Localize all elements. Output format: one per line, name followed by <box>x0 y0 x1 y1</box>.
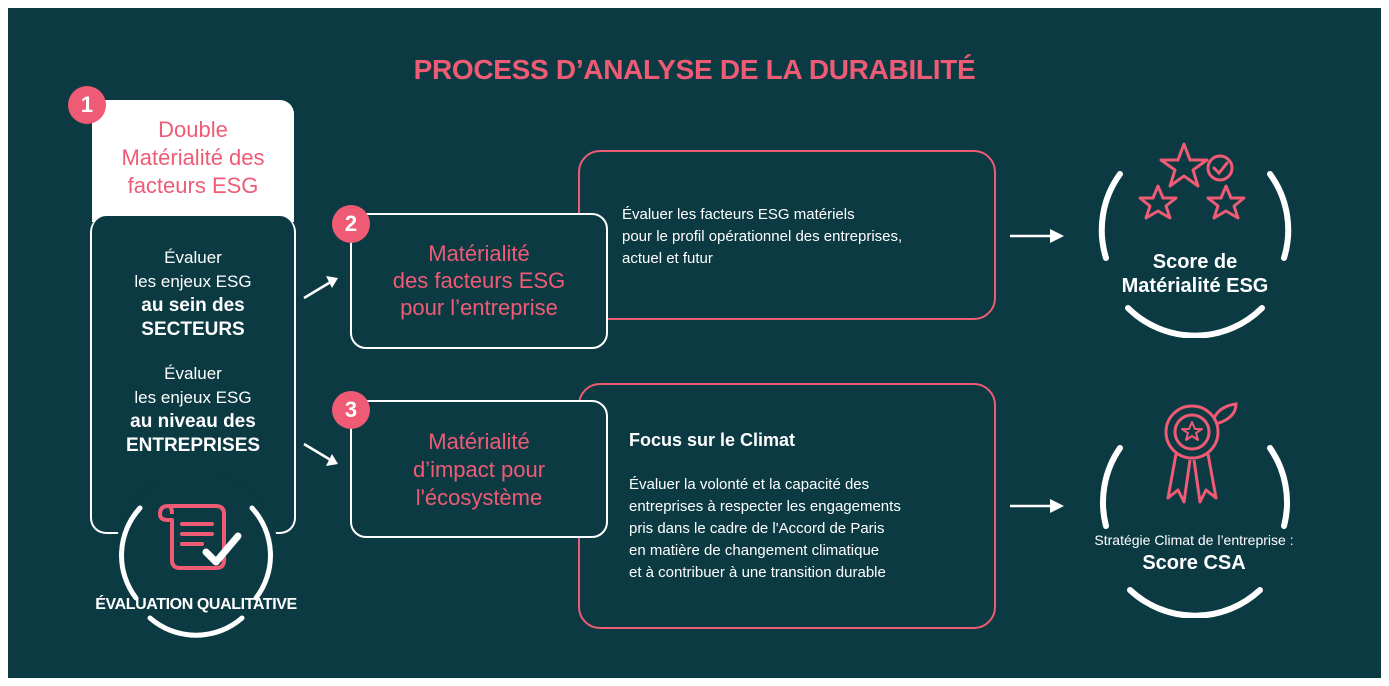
text-line: pour le profil opérationnel des entrepri… <box>622 228 903 245</box>
text-line: au niveau des <box>130 411 256 432</box>
award-rosette-icon <box>1164 402 1238 504</box>
step2-number-badge: 2 <box>332 205 370 243</box>
step2-label: Matérialité des facteurs ESG pour l’entr… <box>352 240 606 321</box>
scroll-check-icon <box>158 504 242 570</box>
qualitative-arc <box>119 505 273 638</box>
step1-heading-line: Double <box>158 117 228 142</box>
arrow-right-icon <box>303 442 338 466</box>
score-esg-arcs <box>1098 171 1292 338</box>
step3-description: Évaluer la volonté et la capacité des en… <box>629 474 989 584</box>
step2-label-panel <box>350 213 608 349</box>
step3-number-badge: 3 <box>332 391 370 429</box>
text-line: l'écosystème <box>415 485 543 510</box>
qualitative-badge-label: ÉVALUATION QUALITATIVE <box>95 596 297 613</box>
step1-sectors-text: Évaluer les enjeux ESG au sein des SECTE… <box>92 246 294 342</box>
arrow-right-icon <box>1010 499 1064 513</box>
step2-description: Évaluer les facteurs ESG matériels pour … <box>622 204 992 270</box>
step1-heading-line: Matérialité des <box>121 145 265 170</box>
arrow-right-icon <box>1010 229 1064 243</box>
text-line: les enjeux ESG <box>134 272 252 291</box>
step1-heading-line: facteurs ESG <box>127 173 259 198</box>
step3-label: Matérialité d’impact pour l'écosystème <box>352 428 606 512</box>
step1-number-badge: 1 <box>68 86 106 124</box>
score-csa-label: Score CSA <box>1142 552 1246 574</box>
arrow-right-icon <box>303 276 338 300</box>
text-line: des facteurs ESG <box>392 268 566 293</box>
step3-focus-title: Focus sur le Climat <box>629 430 796 450</box>
text-line: d’impact pour <box>412 457 546 482</box>
text-line: Évaluer la volonté et la capacité des <box>629 476 870 493</box>
text-line: Matérialité <box>428 241 530 266</box>
text-line: SECTEURS <box>141 319 245 340</box>
step1-companies-text: Évaluer les enjeux ESG au niveau des ENT… <box>92 362 294 458</box>
text-line: entreprises à respecter les engagements <box>629 498 901 515</box>
qualitative-badge-bg <box>116 470 278 632</box>
step1-heading: Double Matérialité des facteurs ESG <box>92 116 294 200</box>
step3-label-panel <box>350 400 608 538</box>
text-line: pour l’entreprise <box>400 295 558 320</box>
text-line: actuel et futur <box>622 250 713 267</box>
text-line: Évaluer <box>164 248 222 267</box>
text-line: les enjeux ESG <box>134 388 252 407</box>
page-title: PROCESS D’ANALYSE DE LA DURABILITÉ <box>413 54 976 85</box>
step1-heading-box <box>92 100 294 222</box>
score-esg-label: Score de Matérialité ESG <box>1090 250 1300 298</box>
stars-check-icon <box>1138 142 1246 220</box>
text-line: Score de <box>1152 251 1238 273</box>
text-line: Évaluer les facteurs ESG matériels <box>622 206 855 223</box>
text-line: au sein des <box>141 295 245 316</box>
score-csa-caption: Stratégie Climat de l’entreprise : <box>1094 532 1294 548</box>
text-line: Matérialité ESG <box>1121 275 1269 297</box>
text-line: Évaluer <box>164 364 222 383</box>
score-csa-arcs <box>1100 445 1290 618</box>
text-line: ENTREPRISES <box>125 435 261 456</box>
text-line: et à contribuer à une transition durable <box>629 564 886 581</box>
text-line: en matière de changement climatique <box>629 542 880 559</box>
text-line: pris dans le cadre de l'Accord de Paris <box>629 520 885 537</box>
text-line: Matérialité <box>428 429 530 454</box>
